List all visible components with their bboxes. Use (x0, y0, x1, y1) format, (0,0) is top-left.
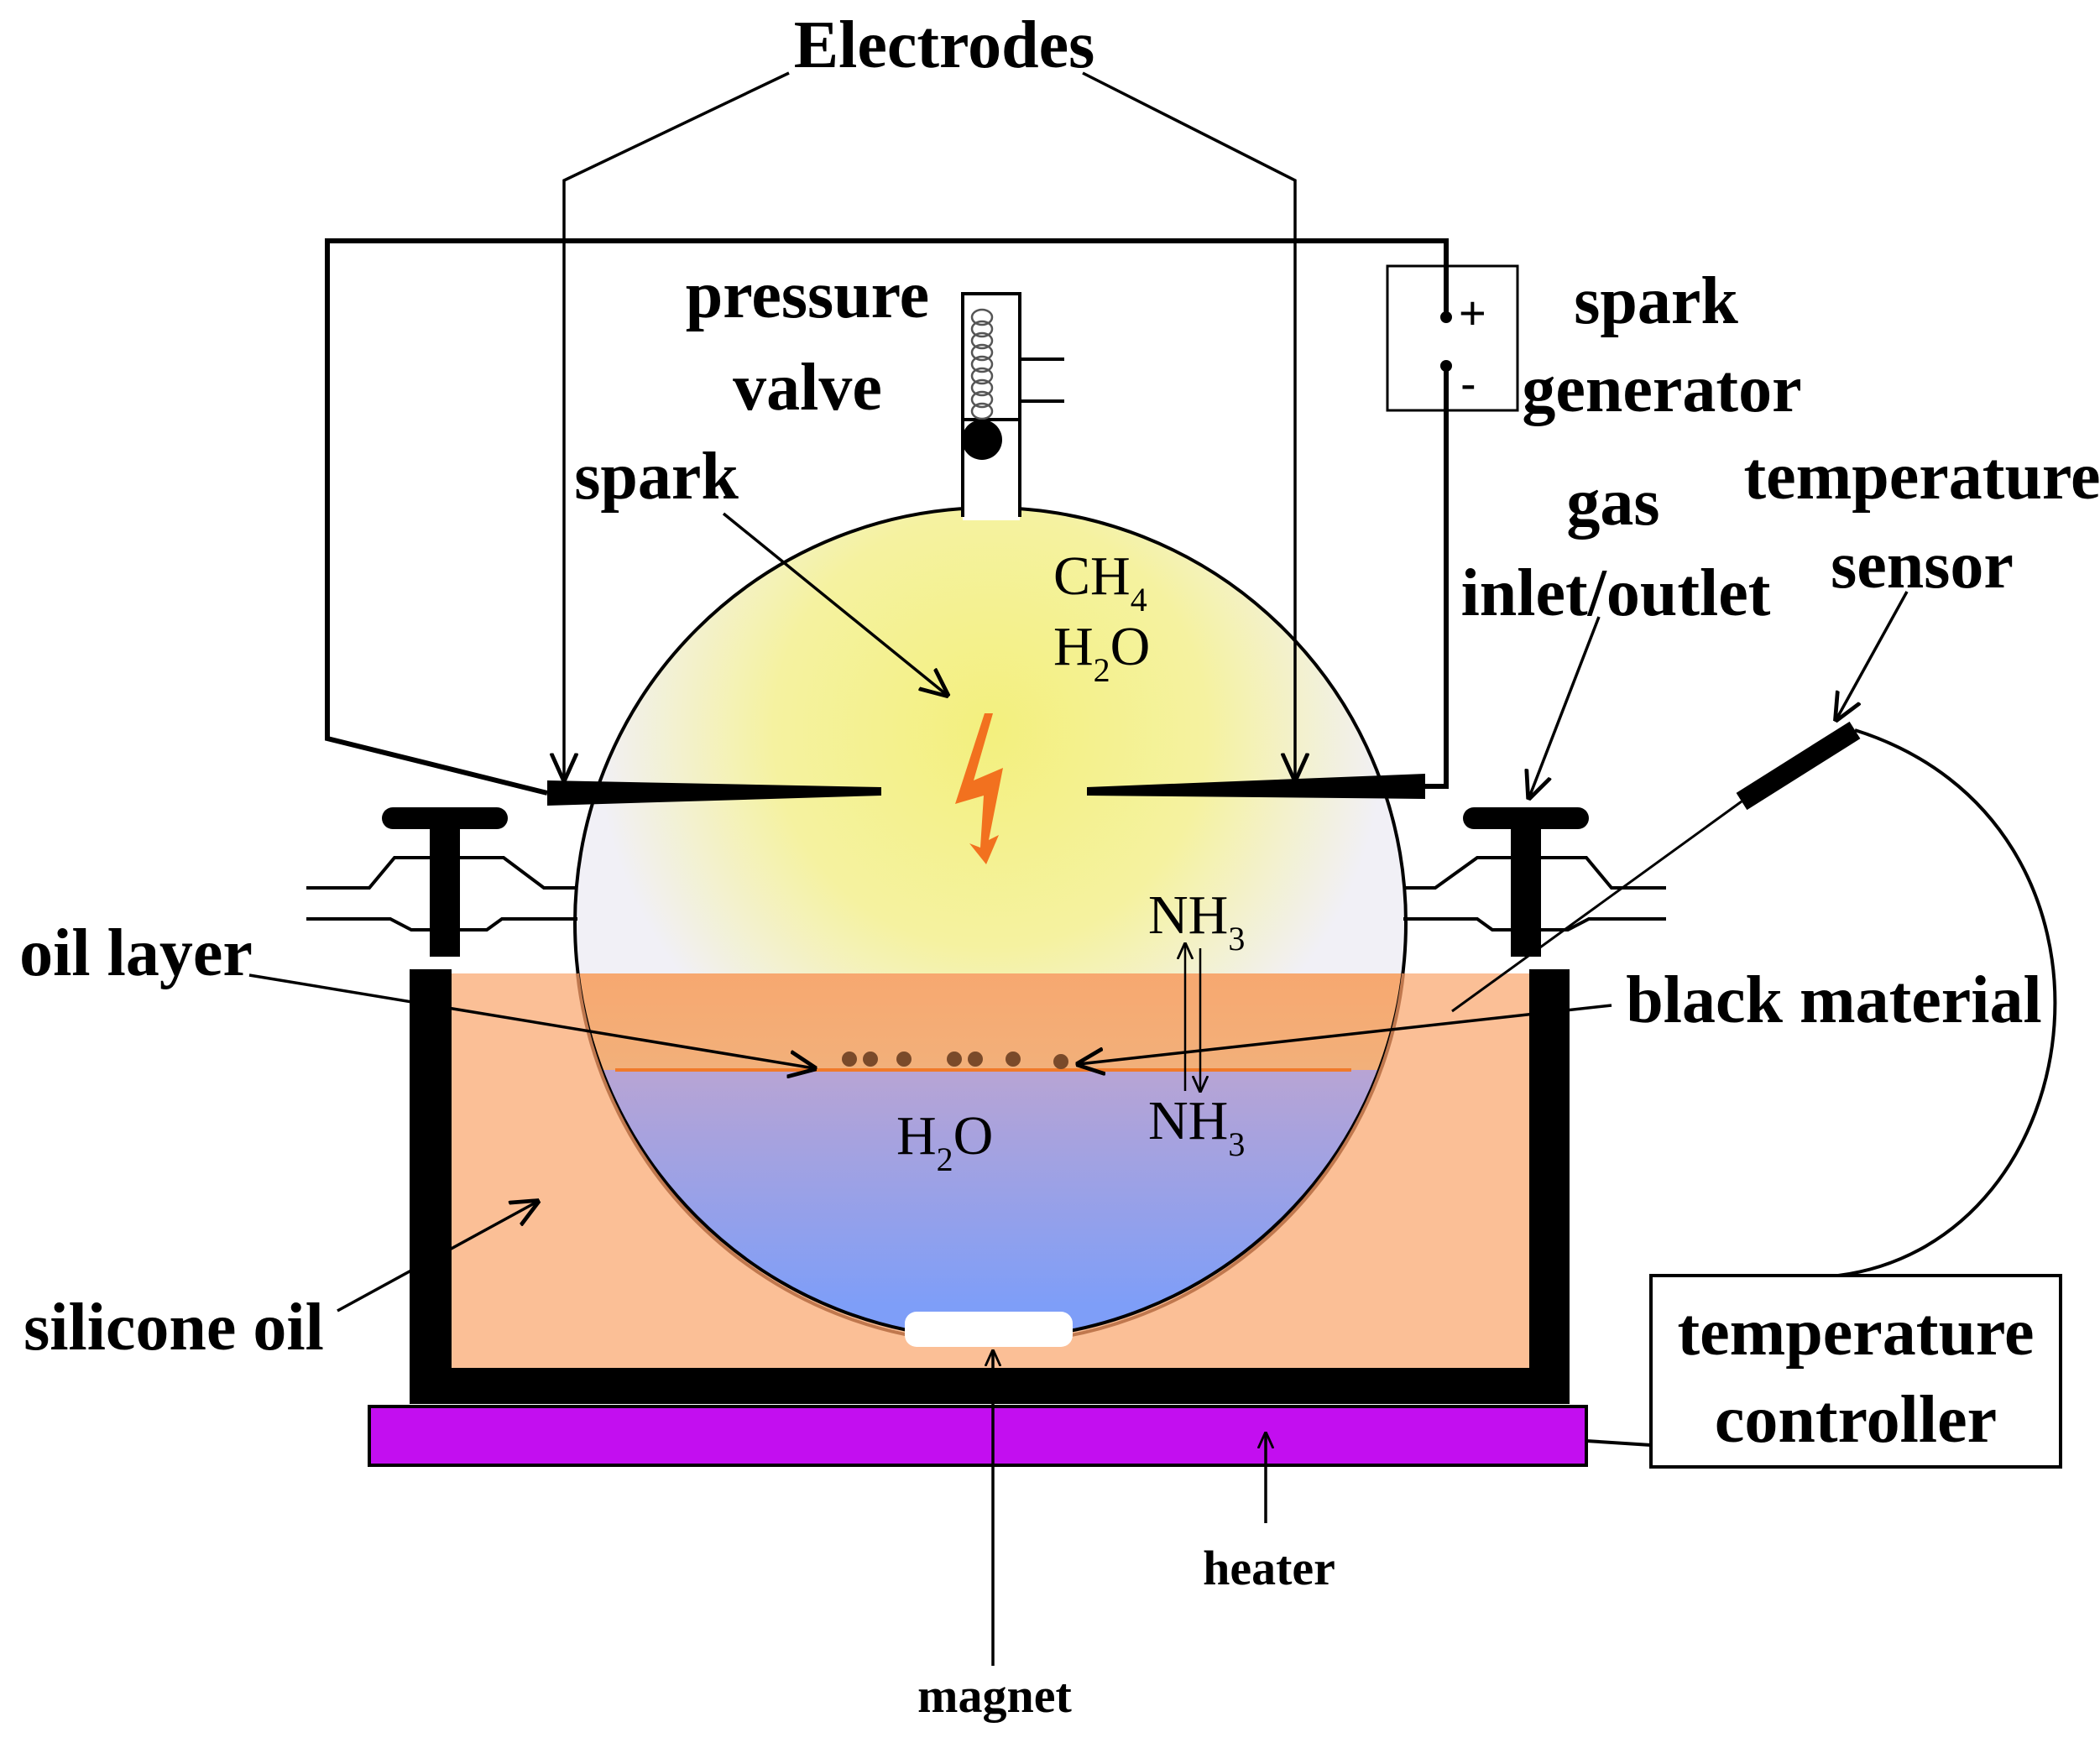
right-stopcock-icon (1463, 807, 1589, 957)
right-electrode (1087, 774, 1425, 799)
silicone-oil-leader (337, 1202, 537, 1312)
nh3-dissolved-formula: NH3 (1148, 1090, 1245, 1163)
black-material-leader (1079, 1004, 1612, 1064)
temperature-sensor-probe (1451, 721, 2057, 1277)
temperature-sensor-label-1: temperature (1744, 440, 2100, 514)
oil-layer-leader (248, 973, 814, 1068)
electrodes-label: Electrodes (794, 8, 1094, 82)
spark-generator: + - (1386, 264, 1519, 412)
pressure-valve-label-1: pressure (686, 258, 929, 332)
flask-neck-cover (963, 495, 1020, 520)
ch4-formula: CH4 (1053, 545, 1147, 618)
spark-label: spark (574, 440, 739, 514)
black-material-particles (842, 1052, 1068, 1069)
sensor-cable (1837, 728, 2057, 1277)
gas-inlet-leader (1529, 616, 1601, 797)
spark-bolt-icon (955, 713, 1003, 864)
magnetic-stir-bar (905, 1312, 1073, 1347)
temperature-controller-label-1: temperature (1678, 1296, 2035, 1370)
gas-region (575, 508, 1406, 973)
electrodes-leader-right (1082, 71, 1295, 779)
valve-ball (962, 420, 1002, 460)
gas-inlet-label-1: gas (1566, 466, 1659, 540)
h2o-gas-formula: H2O (1053, 616, 1150, 689)
leader-lines (248, 71, 1909, 1666)
gas-inlet-label-2: inlet/outlet (1461, 556, 1771, 630)
magnet-label: magnet (917, 1668, 1072, 1723)
heater-plate (368, 1405, 1588, 1467)
ammonia-equilibrium-arrows (1185, 944, 1200, 1091)
valve-spring-icon (970, 308, 994, 420)
electrodes-leader-left (564, 71, 790, 779)
temperature-sensor-leader (1836, 591, 1909, 719)
left-electrode (547, 780, 881, 806)
bath-container-walls (410, 969, 1570, 1404)
silicone-oil-label: silicone oil (24, 1291, 324, 1365)
spark-generator-label-2: generator (1522, 352, 1801, 426)
temperature-controller-label-2: controller (1715, 1383, 1997, 1457)
pressure-valve-label-2: valve (733, 351, 882, 425)
heater-label: heater (1203, 1541, 1335, 1595)
heater-controller-wire (1585, 1439, 1652, 1447)
h2o-liquid-formula: H2O (896, 1105, 993, 1178)
spark-leader (722, 512, 947, 695)
temperature-sensor-label-2: sensor (1831, 529, 2014, 603)
nh3-gas-formula: NH3 (1148, 885, 1245, 958)
submerged-tint (575, 973, 1406, 1070)
spark-generator-label-1: spark (1574, 264, 1738, 338)
pressure-valve (961, 292, 1064, 460)
temperature-controller-box (1649, 1274, 2062, 1469)
oil-layer-label: oil layer (19, 916, 253, 990)
positive-terminal: + (1459, 286, 1486, 339)
left-stopcock-icon (382, 807, 508, 957)
negative-terminal: - (1460, 357, 1476, 410)
black-material-label: black material (1626, 963, 2041, 1037)
